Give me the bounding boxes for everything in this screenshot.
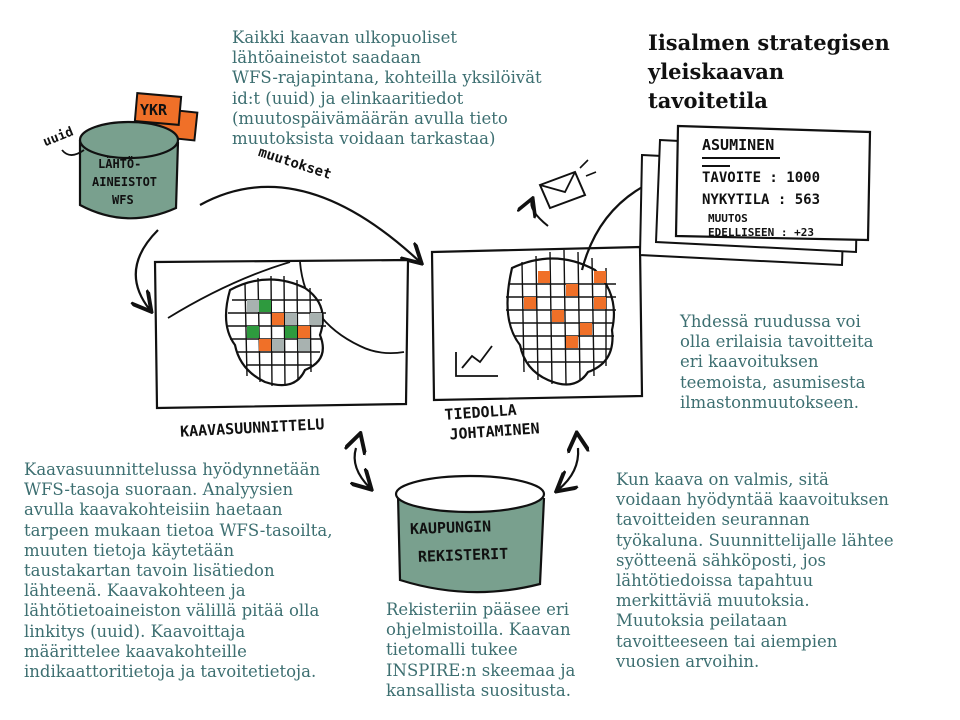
arrow-email: [531, 200, 549, 227]
ykr-label: YKR: [140, 101, 168, 119]
card-heading: ASUMINEN: [702, 136, 774, 154]
register-note: Rekisteriin pääsee eri ohjelmistoilla. K…: [386, 600, 576, 700]
knowledge-line-2: JOHTAMINEN: [449, 419, 540, 443]
planning-note: Kaavasuunnittelussa hyödynnetään WFS-tas…: [24, 460, 333, 682]
target-card-stack: ASUMINEN TAVOITE : 1000 NYKYTILA : 563 M…: [638, 124, 872, 267]
registers-line-2: REKISTERIT: [418, 545, 509, 566]
wfs-note: Kaikki kaavan ulkopuoliset lähtöaineisto…: [232, 28, 542, 149]
card-current: NYKYTILA : 563: [702, 192, 820, 208]
planning-frame: [153, 258, 410, 410]
uuid-label: uuid: [41, 124, 76, 150]
planning-label: KAAVASUUNNITTELU: [180, 415, 325, 441]
knowledge-line-1: TIEDOLLA: [444, 401, 517, 424]
arrow-changes: [199, 185, 420, 262]
source-line-1: LÄHTÖ-: [98, 156, 141, 171]
registers-cylinder: KAUPUNGIN REKISTERIT: [394, 474, 546, 594]
email-envelope-icon: [538, 159, 597, 210]
arrow-source-to-planning: [136, 229, 159, 310]
changes-label: muutokset: [256, 144, 333, 183]
source-data-cylinder: LÄHTÖ- AINEISTOT WFS: [78, 120, 180, 220]
card-target: TAVOITE : 1000: [702, 170, 820, 186]
registers-line-1: KAUPUNGIN: [410, 517, 492, 538]
card-change-2: EDELLISEEN : +23: [708, 226, 814, 239]
knowledge-frame: [430, 245, 644, 402]
card-change-1: MUUTOS: [708, 212, 748, 225]
grid-note: Yhdessä ruudussa voi olla erilaisia tavo…: [680, 312, 874, 412]
arrow-knowledge-registers: [558, 448, 578, 490]
arrow-planning-registers: [355, 448, 370, 488]
page-title: Iisalmen strategisen yleiskaavan tavoite…: [648, 30, 890, 113]
uuid-pointer: [61, 149, 85, 156]
source-line-2: AINEISTOT: [92, 175, 157, 189]
monitoring-note: Kun kaava on valmis, sitä voidaan hyödyn…: [616, 470, 894, 671]
source-line-3: WFS: [112, 193, 134, 207]
